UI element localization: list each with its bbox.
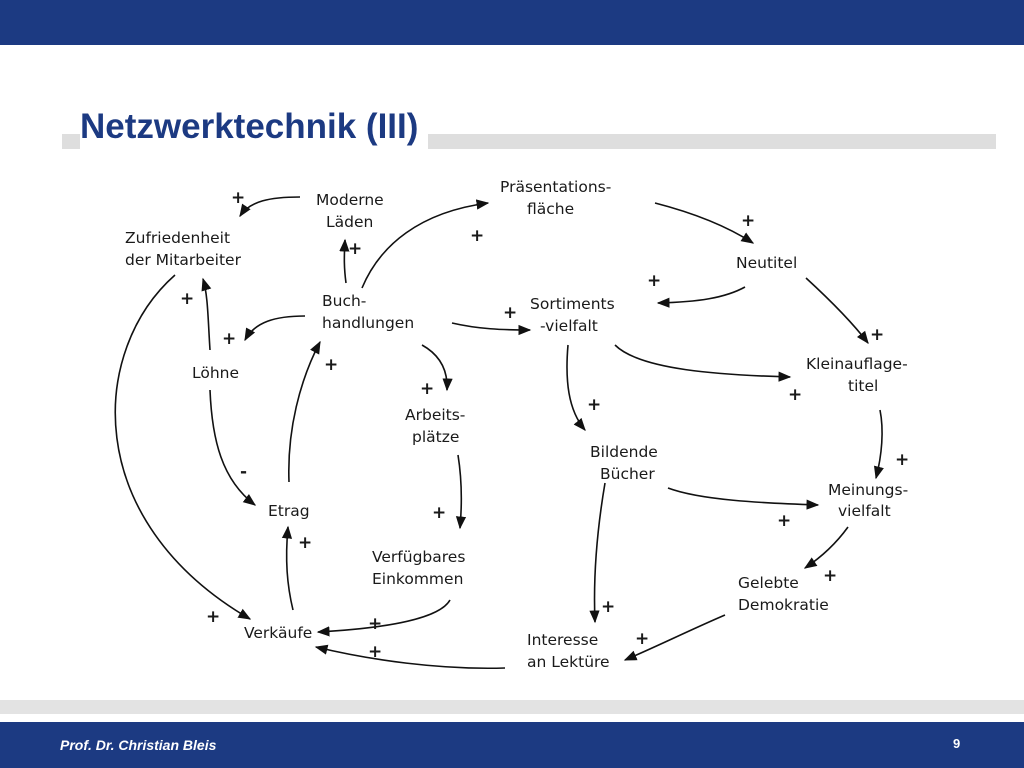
edge-zufriedenheit-verkaeufe [114,274,252,620]
plus-sign: + [324,355,338,375]
edge-bildende-interesse [589,482,606,624]
plus-sign: + [470,226,484,246]
slide-title: Netzwerktechnik (III) [80,103,429,151]
edge-loehne-zufriedenheit [201,277,212,351]
plus-sign: + [601,597,615,617]
edge-neutitel-sortiments [656,286,746,308]
edge-buch-praesentation [361,199,490,289]
edge-buch-loehne [244,315,306,342]
edge-einkommen-verkaeufe [316,599,451,637]
page-number: 9 [953,736,961,751]
plus-sign: + [231,188,245,208]
minus-sign: - [240,462,247,482]
edge-buch-moderne [339,238,350,284]
node-sortimentsvielfalt: Sortiments -vielfalt [530,295,620,335]
top-bar [0,0,1024,45]
edge-sortiments-bildende [566,344,586,431]
node-buchhandlungen: Buch- handlungen [322,292,414,332]
edge-buch-sortiments [451,322,532,336]
node-kleinauflagetitel: Kleinauflage- titel [806,355,913,395]
edge-neutitel-kleinauflage [805,277,869,345]
plus-sign: + [368,642,382,662]
footer-bar [0,722,1024,768]
edge-verkaeufe-etrag [281,525,294,611]
plus-sign: + [823,566,837,586]
edge-meinungs-gelebte [803,526,849,569]
edge-interesse-verkaeufe [314,644,506,670]
node-verfuegbares-einkommen: Verfügbares Einkommen [372,548,470,588]
polarity-signs: + + + + + + + + + + + + + + - + + + + + … [180,188,909,662]
plus-sign: + [420,379,434,399]
plus-sign: + [870,325,884,345]
edge-arbeitsplaetze-einkommen [455,454,467,530]
edge-praesentation-neutitel [654,202,755,244]
plus-sign: + [635,629,649,649]
plus-sign: + [348,239,362,259]
bottom-stripe [0,700,1024,714]
plus-sign: + [368,614,382,634]
plus-sign: + [503,303,517,323]
plus-sign: + [777,511,791,531]
plus-sign: + [180,289,194,309]
node-praesentationsflaeche: Präsentations- fläche [500,178,616,218]
node-etrag: Etrag [268,502,310,520]
node-interesse: Interesse an Lektüre [527,631,610,671]
plus-sign: + [587,395,601,415]
node-neutitel: Neutitel [736,254,797,272]
node-gelebte-demokratie: Gelebte Demokratie [738,574,829,614]
plus-sign: + [206,607,220,627]
plus-sign: + [741,211,755,231]
edge-gelebte-interesse [623,614,726,661]
node-meinungsvielfalt: Meinungs- vielfalt [828,481,913,520]
edge-loehne-etrag [209,389,257,506]
edge-buch-arbeitsplaetze [421,344,453,392]
plus-sign: + [432,503,446,523]
node-verkaeufe: Verkäufe [244,624,312,642]
footer-author: Prof. Dr. Christian Bleis [60,737,217,753]
plus-sign: + [895,450,909,470]
node-arbeitsplaetze: Arbeits- plätze [405,406,470,446]
node-zufriedenheit: Zufriedenheit der Mitarbeiter [125,229,242,269]
edge-moderne-zufriedenheit [239,196,301,218]
node-bildende-buecher: Bildende Bücher [590,443,663,483]
edge-sortiments-kleinauflage [614,344,792,382]
edge-bildende-meinungs [667,487,820,510]
plus-sign: + [788,385,802,405]
edges [114,196,884,670]
edge-kleinauflage-meinungs [873,409,884,480]
nodes: Moderne Läden Präsentations- fläche Zufr… [125,178,913,671]
plus-sign: + [298,533,312,553]
edge-etrag-buch [288,340,321,483]
node-moderne-laeden: Moderne Läden [316,191,389,231]
plus-sign: + [222,329,236,349]
node-loehne: Löhne [192,364,239,382]
plus-sign: + [647,271,661,291]
